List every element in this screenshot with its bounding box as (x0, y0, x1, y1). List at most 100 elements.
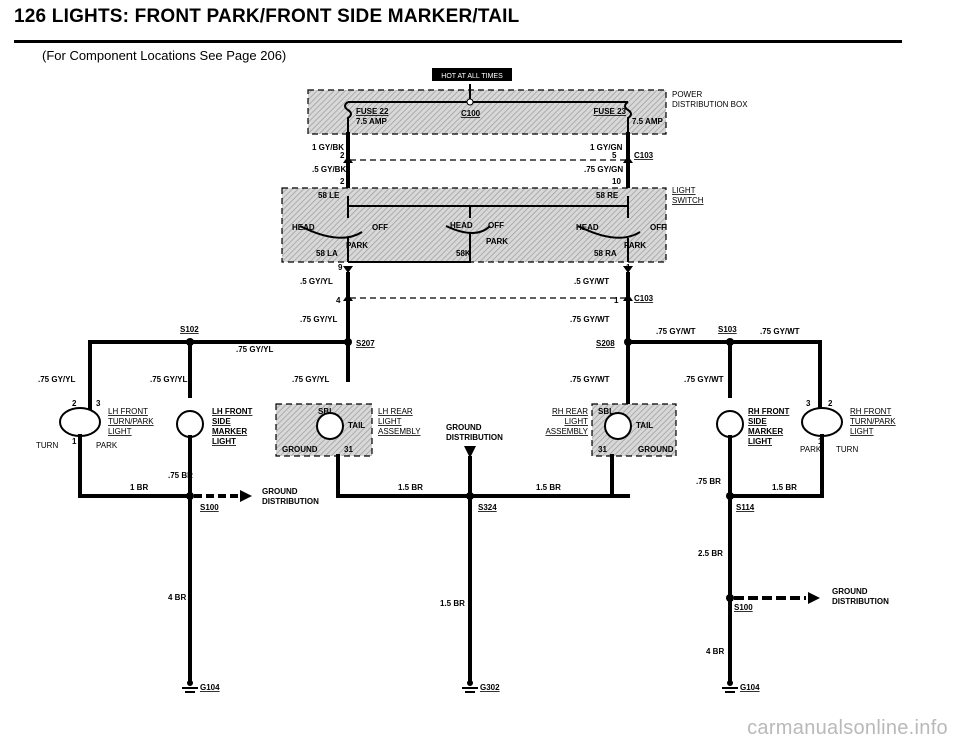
svg-text:OFF: OFF (488, 221, 504, 230)
svg-text:5: 5 (612, 151, 617, 160)
svg-text:LIGHT: LIGHT (850, 427, 874, 436)
svg-text:S102: S102 (180, 325, 199, 334)
svg-text:G104: G104 (200, 683, 220, 692)
svg-text:RH FRONT: RH FRONT (748, 407, 789, 416)
watermark: carmanualsonline.info (747, 717, 948, 739)
svg-text:POWER: POWER (672, 90, 702, 99)
svg-text:LIGHT: LIGHT (108, 427, 132, 436)
svg-text:GROUND: GROUND (832, 587, 868, 596)
svg-text:58 LE: 58 LE (318, 191, 340, 200)
svg-text:GROUND: GROUND (446, 423, 482, 432)
ground-g104-right: G104 (722, 680, 760, 693)
svg-text:.75 GY/YL: .75 GY/YL (236, 345, 273, 354)
svg-text:1.5 BR: 1.5 BR (440, 599, 465, 608)
svg-text:1 GY/BK: 1 GY/BK (312, 143, 344, 152)
svg-text:.5 GY/WT: .5 GY/WT (574, 277, 609, 286)
rh-front-turn-park-light: 3 2 RH FRONT TURN/PARK LIGHT PARK TURN 1 (800, 399, 896, 454)
svg-text:.75 GY/WT: .75 GY/WT (570, 375, 610, 384)
ground-g302: G302 (462, 680, 500, 693)
svg-text:SBL: SBL (318, 407, 334, 416)
svg-text:DISTRIBUTION: DISTRIBUTION (832, 597, 889, 606)
rh-rear-light-assembly: SBL TAIL 31 GROUND RH REAR LIGHT ASSEMBL… (545, 403, 677, 457)
svg-text:OFF: OFF (650, 223, 666, 232)
svg-text:10: 10 (612, 177, 621, 186)
svg-text:PARK: PARK (346, 241, 368, 250)
svg-text:G104: G104 (740, 683, 760, 692)
svg-text:1: 1 (614, 296, 619, 305)
svg-text:C103: C103 (634, 151, 654, 160)
svg-text:.75 GY/YL: .75 GY/YL (150, 375, 187, 384)
svg-text:S100: S100 (734, 603, 753, 612)
lh-front-side-marker-light: LH FRONT SIDE MARKER LIGHT (176, 407, 253, 446)
svg-text:GROUND: GROUND (638, 445, 674, 454)
svg-text:TURN: TURN (36, 441, 58, 450)
svg-text:LH REAR: LH REAR (378, 407, 413, 416)
page-subtitle: (For Component Locations See Page 206) (42, 48, 287, 63)
svg-text:FUSE 22: FUSE 22 (356, 107, 389, 116)
svg-text:LIGHT: LIGHT (212, 437, 236, 446)
title-rule (14, 40, 902, 43)
svg-text:GROUND: GROUND (262, 487, 298, 496)
svg-text:58K: 58K (456, 249, 471, 258)
svg-text:.75 BR: .75 BR (696, 477, 721, 486)
svg-text:PARK: PARK (96, 441, 118, 450)
svg-text:1: 1 (72, 437, 77, 446)
svg-text:SIDE: SIDE (748, 417, 767, 426)
svg-text:3: 3 (96, 399, 101, 408)
hot-at-all-times-badge: HOT AT ALL TIMES (432, 68, 512, 81)
svg-text:LH FRONT: LH FRONT (108, 407, 148, 416)
svg-text:1 BR: 1 BR (130, 483, 148, 492)
svg-text:ASSEMBLY: ASSEMBLY (378, 427, 421, 436)
svg-text:7.5 AMP: 7.5 AMP (632, 117, 663, 126)
power-distribution-box: POWER DISTRIBUTION BOX C100 FUSE 22 7.5 … (307, 84, 748, 135)
svg-text:HEAD: HEAD (450, 221, 473, 230)
svg-text:S103: S103 (718, 325, 737, 334)
svg-text:MARKER: MARKER (212, 427, 247, 436)
svg-text:G302: G302 (480, 683, 500, 692)
svg-text:HEAD: HEAD (576, 223, 599, 232)
svg-text:7.5 AMP: 7.5 AMP (356, 117, 387, 126)
svg-text:TURN: TURN (836, 445, 858, 454)
svg-text:58 LA: 58 LA (316, 249, 338, 258)
svg-text:DISTRIBUTION: DISTRIBUTION (446, 433, 503, 442)
svg-text:S114: S114 (736, 503, 755, 512)
svg-text:2: 2 (828, 399, 833, 408)
svg-text:SBL: SBL (598, 407, 614, 416)
svg-text:SIDE: SIDE (212, 417, 231, 426)
svg-text:LIGHT: LIGHT (564, 417, 588, 426)
lh-front-turn-park-light: 2 3 LH FRONT TURN/PARK LIGHT TURN PARK 1 (36, 399, 154, 450)
svg-text:C100: C100 (461, 109, 481, 118)
svg-text:LIGHT: LIGHT (748, 437, 772, 446)
light-switch: LIGHT SWITCH 58 LE 58 RE HEAD OFF PARK H… (281, 186, 704, 263)
svg-text:1.5 BR: 1.5 BR (536, 483, 561, 492)
svg-text:LIGHT: LIGHT (378, 417, 402, 426)
svg-text:S100: S100 (200, 503, 219, 512)
svg-text:.75 BR: .75 BR (168, 471, 193, 480)
svg-text:4 BR: 4 BR (706, 647, 724, 656)
page-title: 126 LIGHTS: FRONT PARK/FRONT SIDE MARKER… (14, 6, 520, 27)
svg-text:PARK: PARK (800, 445, 822, 454)
svg-text:1 GY/GN: 1 GY/GN (590, 143, 623, 152)
svg-text:S208: S208 (596, 339, 615, 348)
svg-text:RH REAR: RH REAR (552, 407, 588, 416)
svg-text:MARKER: MARKER (748, 427, 783, 436)
svg-text:.75 GY/WT: .75 GY/WT (656, 327, 696, 336)
svg-text:SWITCH: SWITCH (672, 196, 704, 205)
svg-text:58 RA: 58 RA (594, 249, 617, 258)
svg-text:2: 2 (340, 151, 345, 160)
svg-text:LH FRONT: LH FRONT (212, 407, 253, 416)
svg-text:S324: S324 (478, 503, 497, 512)
svg-text:C103: C103 (634, 294, 654, 303)
svg-text:2: 2 (340, 177, 345, 186)
svg-text:.5 GY/BK: .5 GY/BK (312, 165, 346, 174)
svg-text:GROUND: GROUND (282, 445, 318, 454)
svg-text:.75 GY/GN: .75 GY/GN (584, 165, 623, 174)
svg-text:HOT AT ALL TIMES: HOT AT ALL TIMES (441, 73, 503, 80)
svg-text:31: 31 (598, 445, 607, 454)
svg-text:OFF: OFF (372, 223, 388, 232)
svg-text:1.5 BR: 1.5 BR (398, 483, 423, 492)
svg-text:.5 GY/YL: .5 GY/YL (300, 277, 333, 286)
svg-text:PARK: PARK (486, 237, 508, 246)
svg-text:4 BR: 4 BR (168, 593, 186, 602)
